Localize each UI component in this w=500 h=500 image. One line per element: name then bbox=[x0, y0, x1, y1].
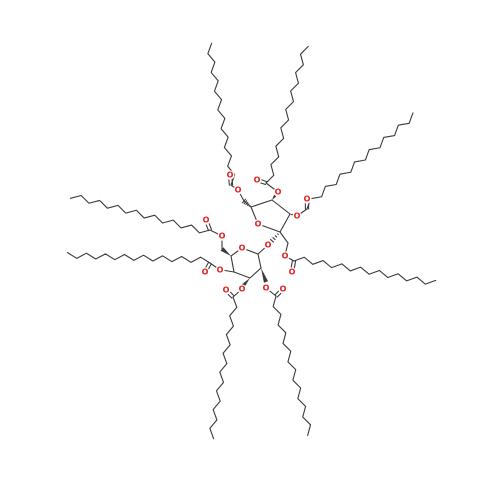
pc2-wedge bbox=[261, 268, 269, 283]
glycosidic-oxygen: O bbox=[263, 240, 273, 250]
pyranose-ring-oxygen: O bbox=[237, 243, 247, 253]
oxygen-label: O bbox=[280, 285, 287, 294]
carbonyl-pc4: O bbox=[200, 267, 210, 277]
hash-stroke bbox=[248, 204, 251, 207]
atom-background bbox=[280, 251, 290, 261]
carbonyl-c3: O bbox=[302, 194, 312, 204]
oxygen-label: O bbox=[255, 220, 262, 229]
chain-right-upper bbox=[306, 112, 414, 210]
oxygen-label: O bbox=[217, 266, 224, 275]
oxygen-label: O bbox=[282, 252, 289, 261]
chain-left-lower bbox=[66, 251, 211, 264]
oxygen-label: O bbox=[265, 241, 272, 250]
atom-background bbox=[263, 240, 273, 250]
hash-stroke bbox=[243, 200, 248, 205]
atom-background bbox=[287, 267, 297, 277]
atom-background bbox=[221, 285, 231, 295]
chain-bottom-right bbox=[272, 295, 312, 436]
oxygen-label: O bbox=[275, 188, 282, 197]
hash-stroke bbox=[245, 201, 249, 206]
atom-background bbox=[217, 231, 227, 241]
atom-background bbox=[225, 170, 235, 180]
bond-23 bbox=[257, 253, 262, 269]
bond-24 bbox=[249, 267, 262, 279]
carbonyl-pc2: O bbox=[278, 284, 288, 294]
c5-hash bbox=[241, 198, 251, 207]
atom-background bbox=[201, 215, 211, 225]
oxygen-label: O bbox=[235, 186, 242, 195]
bond-26 bbox=[230, 255, 235, 273]
oxygen-c4-ester: O bbox=[273, 187, 283, 197]
atom-background bbox=[278, 284, 288, 294]
atom-background bbox=[233, 185, 243, 195]
bond-layer bbox=[66, 42, 437, 440]
oxygen-label: O bbox=[239, 285, 246, 294]
oxygen-atom-1: O bbox=[225, 170, 235, 180]
carbonyl-pc3: O bbox=[221, 285, 231, 295]
pc5-wedge bbox=[220, 247, 231, 256]
atom-background bbox=[292, 211, 302, 221]
hash-stroke bbox=[272, 237, 276, 241]
atom-background bbox=[252, 175, 262, 185]
oxygen-pc6-ester: O bbox=[217, 231, 227, 241]
bond-4 bbox=[250, 199, 273, 208]
oxygen-label: O bbox=[223, 286, 230, 295]
bond-17 bbox=[279, 231, 289, 244]
chain-right-lower bbox=[293, 256, 437, 285]
hash-stroke bbox=[274, 235, 278, 238]
oxygen-label: O bbox=[289, 268, 296, 277]
hash-stroke bbox=[277, 233, 279, 236]
chain-top-center bbox=[265, 45, 309, 184]
oxygen-label: O bbox=[304, 195, 311, 204]
bond-2 bbox=[279, 213, 291, 233]
bond-25 bbox=[233, 271, 251, 279]
furanose-ring-oxygen: O bbox=[253, 219, 263, 229]
atom-background bbox=[237, 243, 247, 253]
atom-background bbox=[200, 267, 210, 277]
atom-background bbox=[261, 283, 271, 293]
oxygen-c1-prime-ester: O bbox=[280, 251, 290, 261]
chain-left-upper bbox=[70, 194, 211, 234]
atom-background bbox=[253, 219, 263, 229]
oxygen-c6-ester: O bbox=[233, 185, 243, 195]
bond-3 bbox=[271, 199, 291, 215]
oxygen-pc4-ester: O bbox=[215, 265, 225, 275]
atom-background bbox=[237, 284, 247, 294]
chain-bottom-left bbox=[209, 296, 238, 440]
atom-background bbox=[273, 187, 283, 197]
hash-stroke bbox=[270, 238, 274, 243]
oxygen-pc3-ester: O bbox=[237, 284, 247, 294]
atom-background bbox=[302, 194, 312, 204]
hash-stroke bbox=[247, 203, 250, 206]
oxygen-c3-ester: O bbox=[292, 211, 302, 221]
oxygen-label: O bbox=[294, 212, 301, 221]
carbonyl-pc6: O bbox=[201, 215, 211, 225]
oxygen-label: O bbox=[263, 284, 270, 293]
oxygen-label: O bbox=[202, 268, 209, 277]
oxygen-label: O bbox=[203, 216, 210, 225]
oxygen-label: O bbox=[254, 176, 261, 185]
oxygen-label: O bbox=[219, 232, 226, 241]
chain-top-left bbox=[207, 42, 236, 186]
oxygen-label: O bbox=[239, 244, 246, 253]
carbonyl-c1-prime: O bbox=[287, 267, 297, 277]
oxygen-pc2-ester: O bbox=[261, 283, 271, 293]
atom-background bbox=[215, 265, 225, 275]
carbonyl-c4: O bbox=[252, 175, 262, 185]
oxygen-label: O bbox=[227, 171, 234, 180]
